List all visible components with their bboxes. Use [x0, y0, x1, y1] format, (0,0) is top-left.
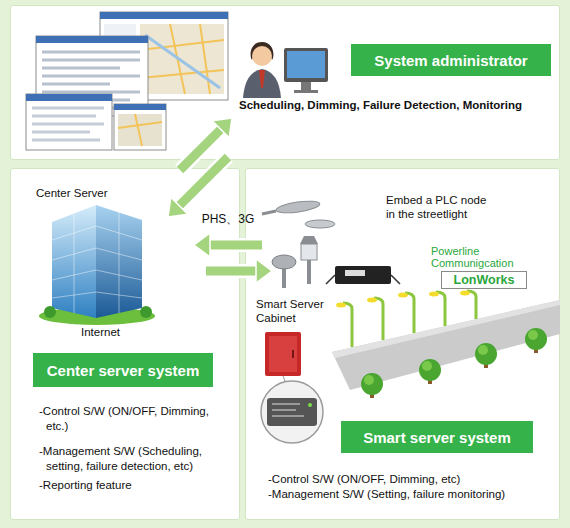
- arrow-head: [212, 118, 232, 138]
- protocol-tag: LonWorks: [441, 271, 527, 289]
- cabinet-caption: Smart Server Cabinet: [256, 297, 341, 325]
- box-title: System administrator: [374, 52, 527, 69]
- box-title: Center server system: [47, 362, 200, 379]
- arrow-shaft: [210, 241, 262, 250]
- box-title: Smart server system: [363, 429, 511, 446]
- function-summary: Scheduling, Dimming, Failure Detection, …: [239, 99, 561, 111]
- arrow-head: [168, 197, 188, 217]
- arrow-outline: [206, 264, 256, 278]
- feature-item: -Reporting feature: [39, 478, 234, 493]
- box-title: LonWorks: [454, 273, 515, 287]
- arrow-head: [194, 233, 210, 257]
- arrow-shaft: [206, 267, 256, 276]
- arrow-shaft: [179, 157, 228, 206]
- network-caption: Internet: [81, 325, 161, 339]
- feature-item: -Management S/W (Scheduling, setting, fa…: [39, 444, 234, 474]
- arrow-head: [256, 259, 272, 283]
- comm-arrow: [194, 233, 262, 257]
- arrow-outline: [180, 129, 221, 170]
- system-title-box: System administrator: [351, 44, 551, 76]
- feature-item: -Control S/W (ON/OFF, Dimming, etc): [268, 472, 565, 487]
- feature-item: -Control S/W (ON/OFF, Dimming, etc.): [39, 404, 234, 434]
- system-title-box: Smart server system: [341, 421, 533, 453]
- feature-item: -Management S/W (Setting, failure monito…: [268, 487, 565, 502]
- smart-panel: Embed a PLC node in the streetlightPower…: [245, 168, 560, 520]
- server-caption: Center Server: [36, 186, 156, 200]
- comm-arrow: [180, 118, 232, 170]
- arrow-outline: [210, 238, 262, 252]
- edge-label: PHS、3G: [202, 211, 255, 228]
- plc-note: Embed a PLC node in the streetlight: [386, 193, 498, 221]
- system-title-box: Center server system: [33, 353, 213, 387]
- arrow-outline: [179, 157, 228, 206]
- plc-caption: Powerline Communigcation: [431, 245, 526, 269]
- comm-arrow: [206, 259, 272, 283]
- admin-panel: Scheduling, Dimming, Failure Detection, …: [10, 5, 560, 160]
- comm-arrow: [168, 157, 228, 217]
- arrow-shaft: [180, 129, 221, 170]
